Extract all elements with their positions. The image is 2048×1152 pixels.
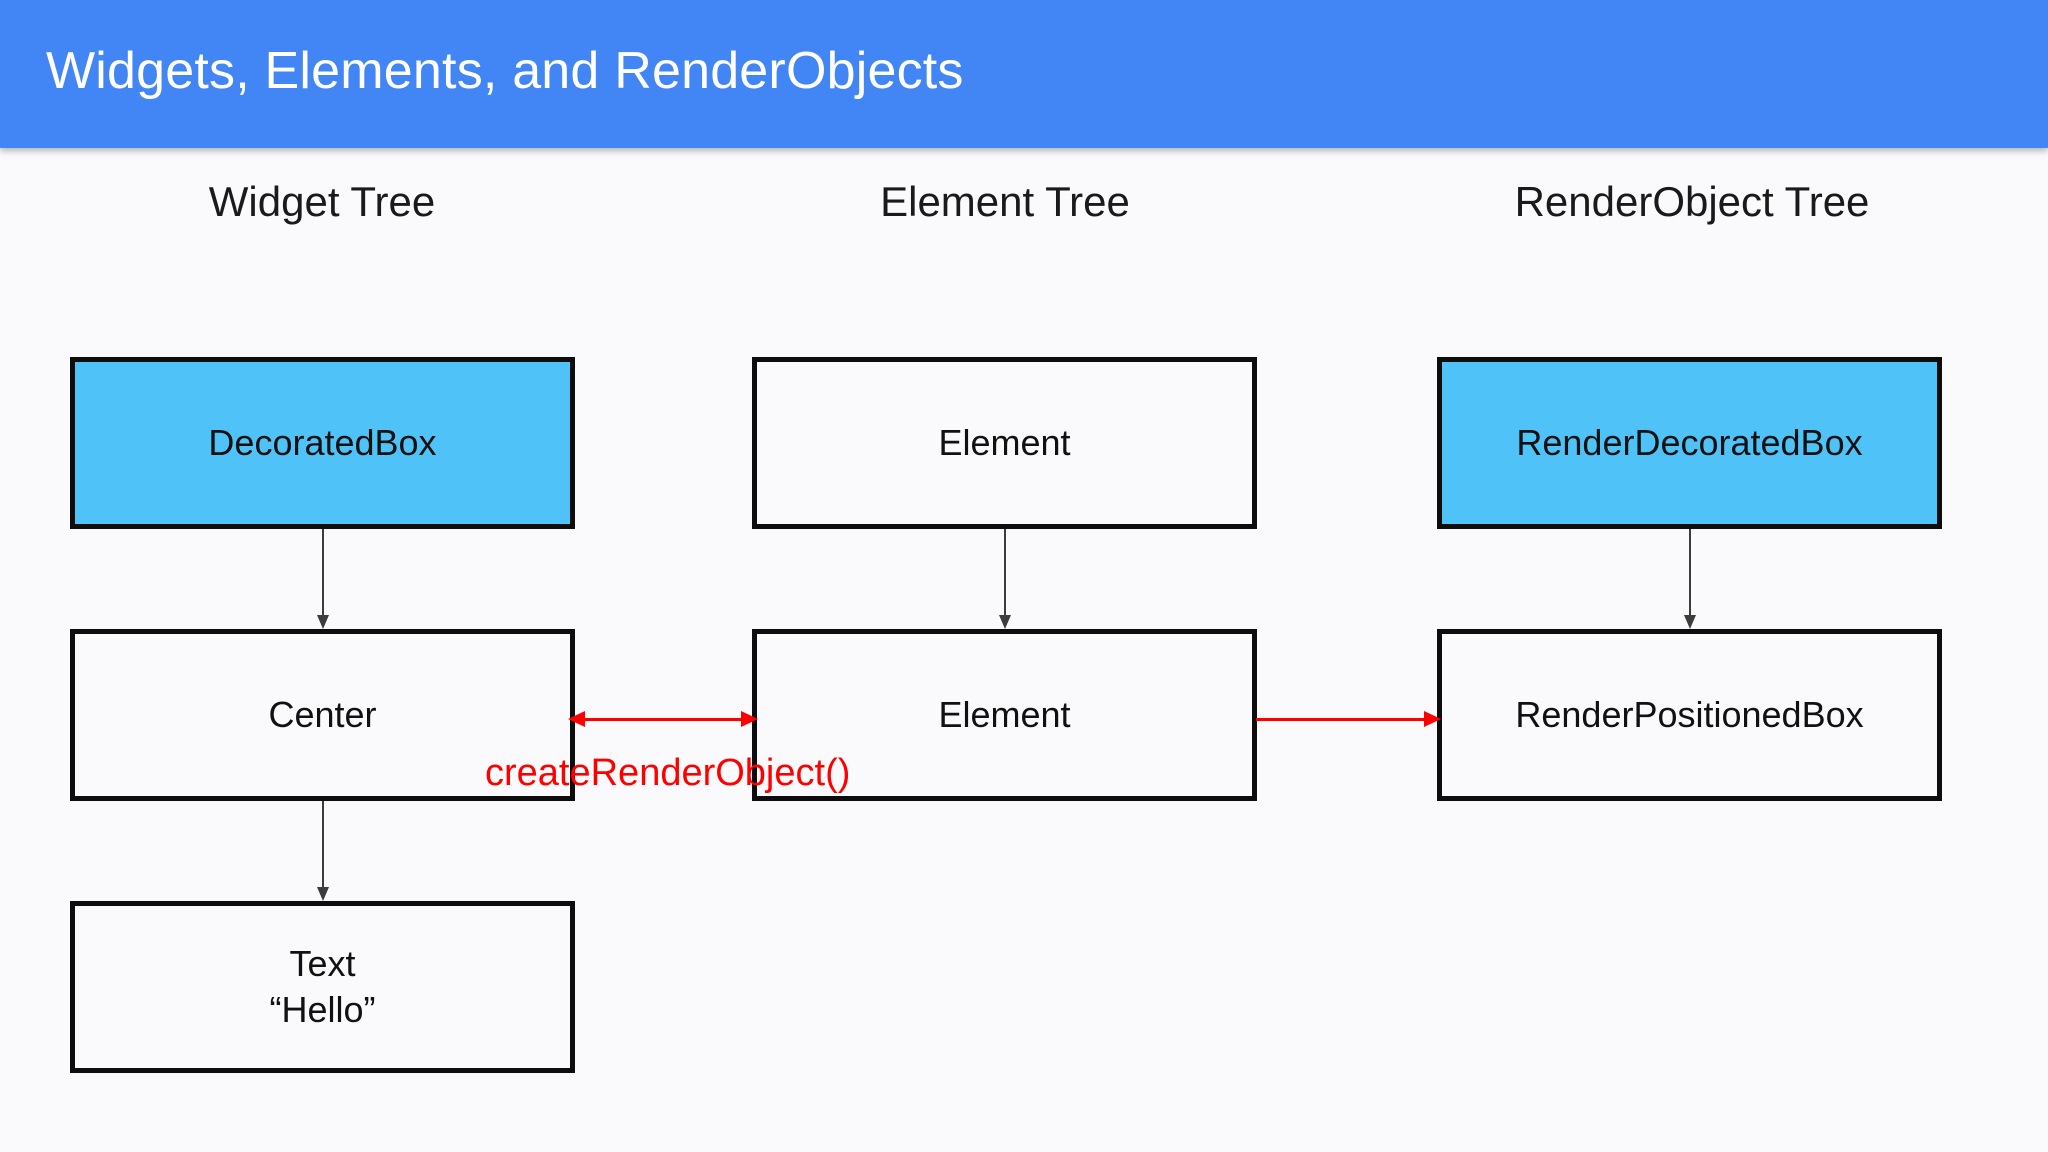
- node-label: RenderPositionedBox: [1515, 693, 1864, 735]
- arrow-element-to-renderpositionedbox: [1256, 708, 1441, 730]
- node-label: DecoratedBox: [208, 421, 437, 463]
- node-label: Center: [268, 693, 377, 735]
- connector-renderdecoratedbox-to-renderpositionedbox: [1682, 529, 1698, 629]
- node-render-positionedbox[interactable]: RenderPositionedBox: [1437, 629, 1942, 801]
- connector-element-to-element: [997, 529, 1013, 629]
- node-label: Element: [938, 693, 1071, 735]
- arrow-center-to-element: [568, 708, 758, 730]
- column-title-widget-tree: Widget Tree: [208, 178, 436, 225]
- node-widget-text[interactable]: Text “Hello”: [70, 901, 575, 1073]
- page-title: Widgets, Elements, and RenderObjects: [46, 42, 964, 100]
- app-header: Widgets, Elements, and RenderObjects: [0, 0, 2048, 148]
- column-title-element-tree: Element Tree: [880, 178, 1130, 225]
- node-element-top[interactable]: Element: [752, 357, 1257, 529]
- node-widget-decoratedbox[interactable]: DecoratedBox: [70, 357, 575, 529]
- node-label: Element: [938, 421, 1071, 463]
- node-render-decoratedbox[interactable]: RenderDecoratedBox: [1437, 357, 1942, 529]
- node-element-middle[interactable]: Element: [752, 629, 1257, 801]
- annotation-create-render-object: createRenderObject(): [485, 752, 851, 794]
- node-widget-center[interactable]: Center: [70, 629, 575, 801]
- column-title-renderobject-tree: RenderObject Tree: [1514, 178, 1870, 225]
- node-label: RenderDecoratedBox: [1516, 421, 1863, 463]
- connector-center-to-text: [315, 801, 331, 901]
- diagram-canvas: Widget Tree Element Tree RenderObject Tr…: [0, 148, 2048, 1152]
- connector-decoratedbox-to-center: [315, 529, 331, 629]
- node-label: Text “Hello”: [269, 942, 376, 1030]
